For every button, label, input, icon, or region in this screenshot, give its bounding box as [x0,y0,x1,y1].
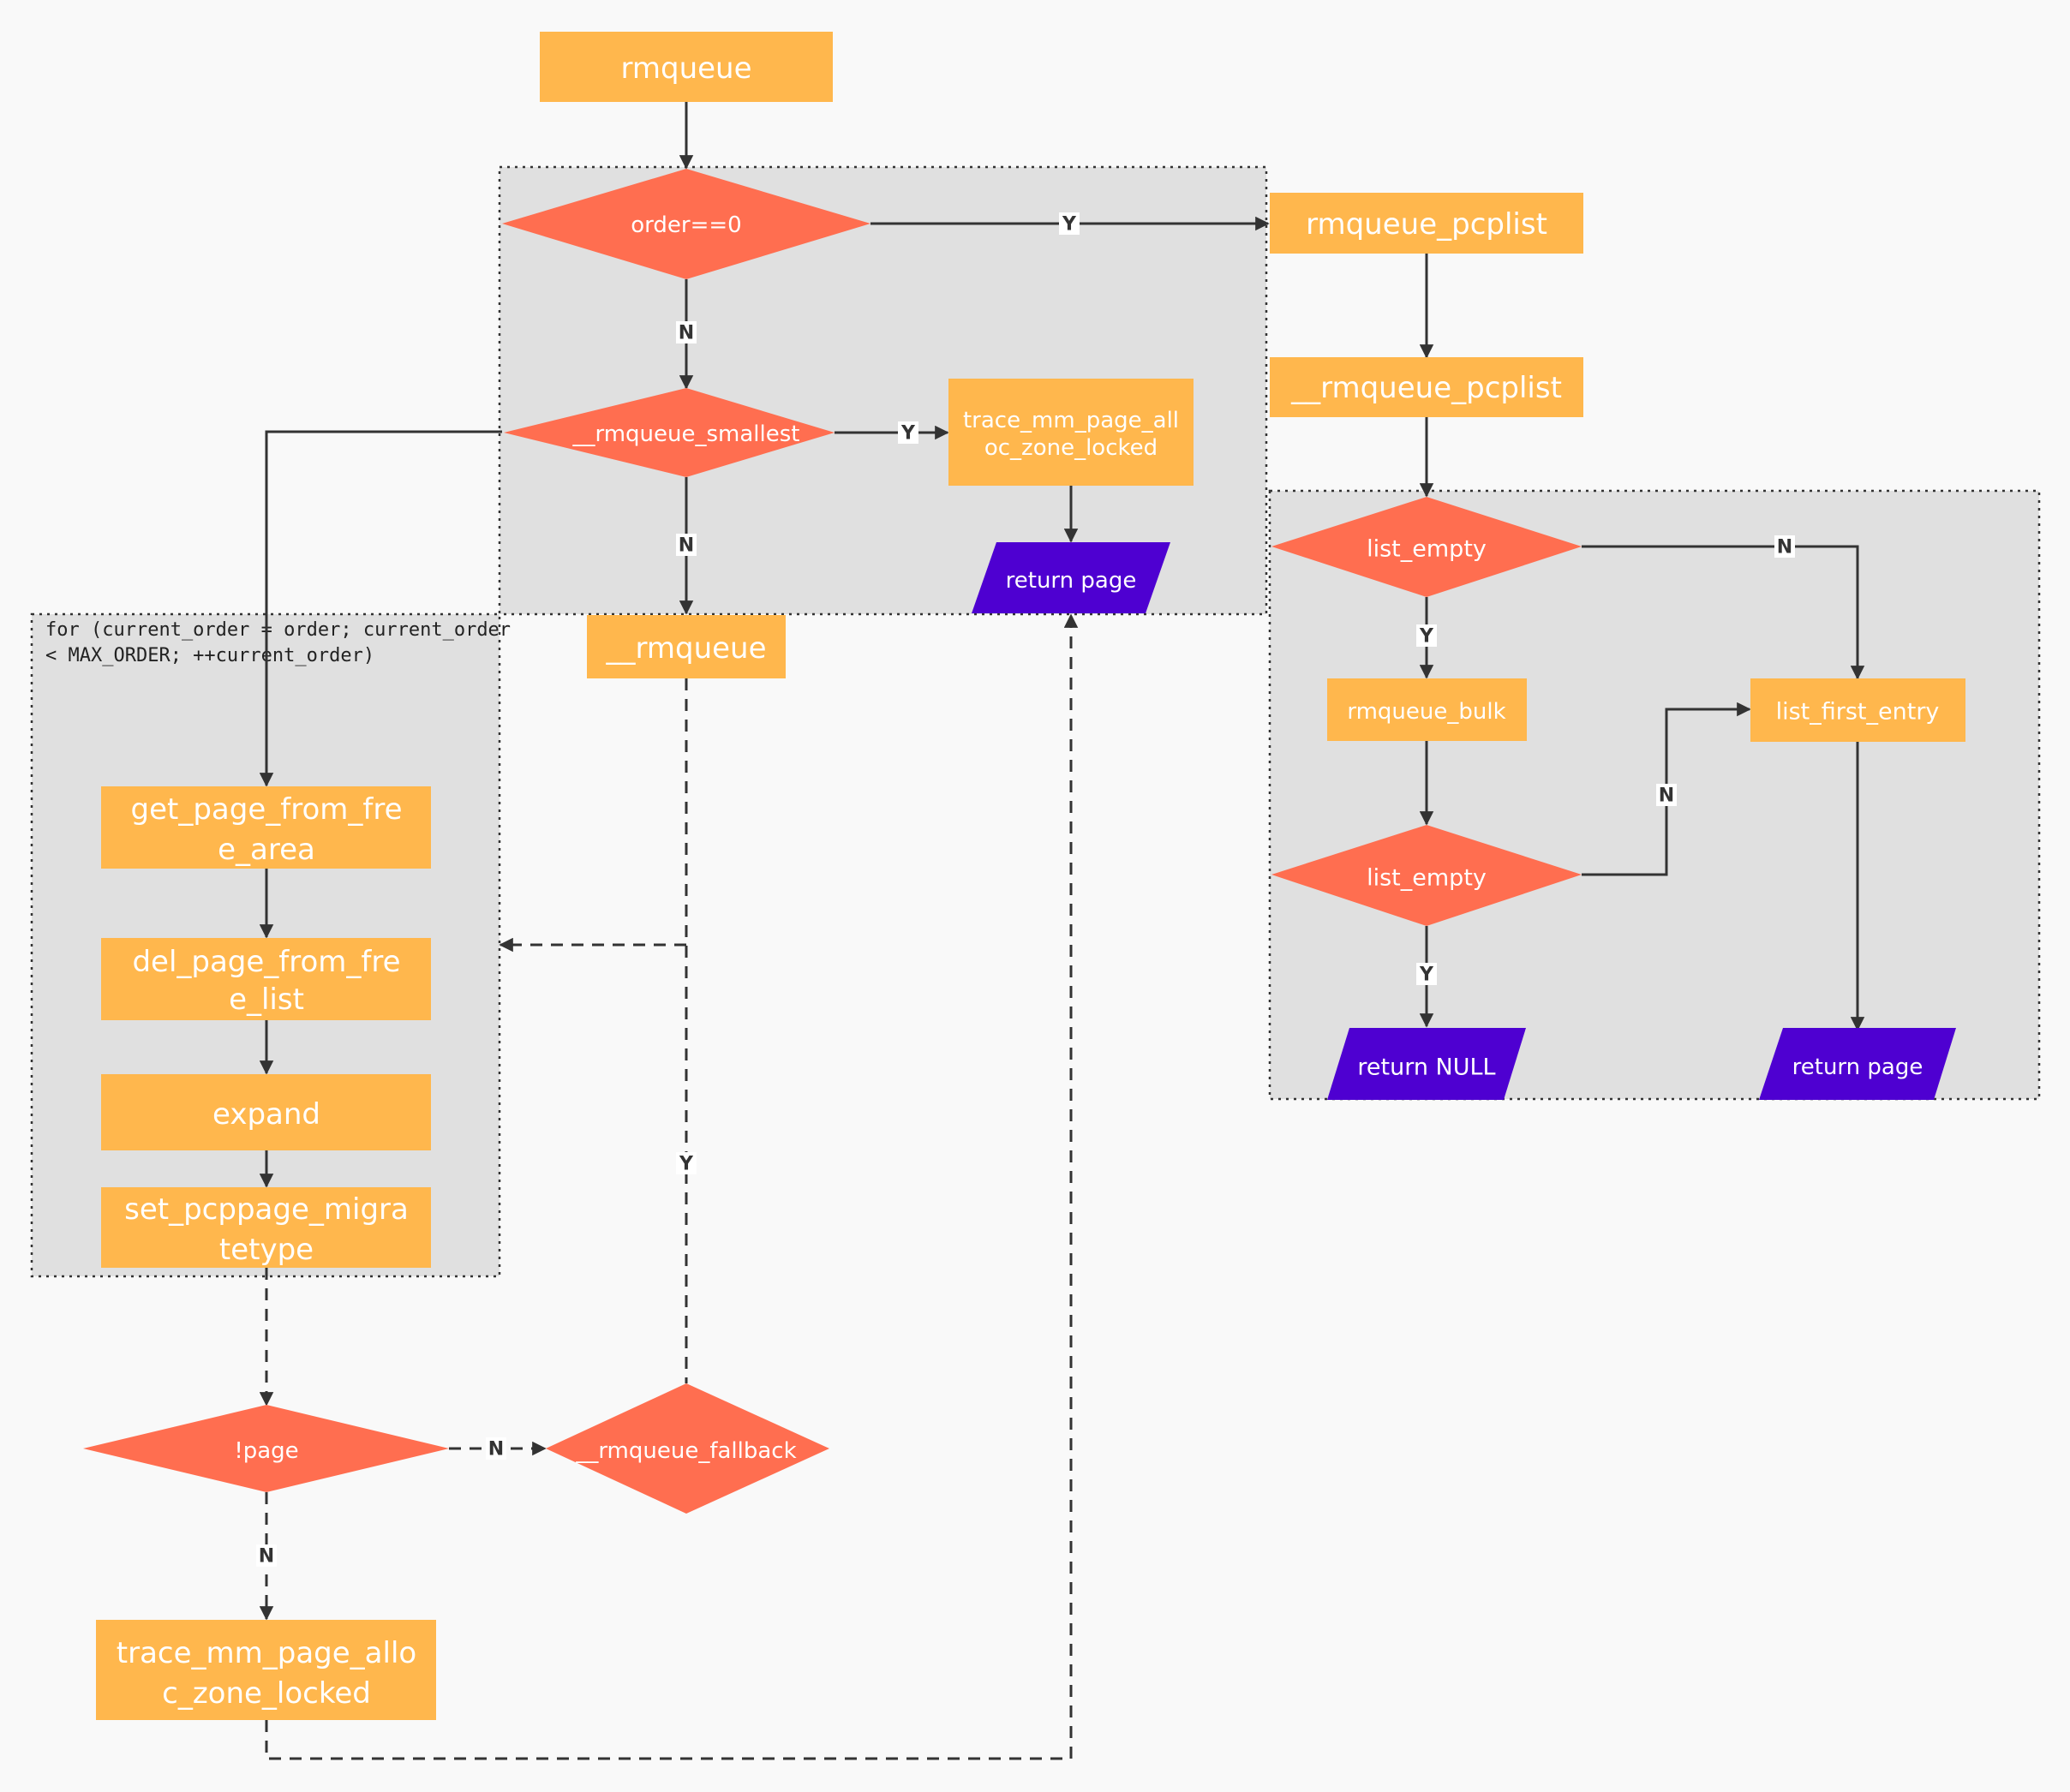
set-pcppage-migratetype-node: set_pcppage_migra tetype [101,1187,431,1268]
not-page-label: !page [234,1438,298,1464]
rmqueue-pcplist-inner-label: __rmqueue_pcplist [1290,371,1562,405]
edge-label-fallback-yes: Y [679,1154,694,1175]
list-empty-1-decision: list_empty [1271,497,1582,597]
get-page-label-line1: get_page_from_fre [131,792,403,827]
del-page-from-free-list-node: del_page_from_fre e_list [101,938,431,1020]
trace-bottom-label-line1: trace_mm_page_allo [117,1636,416,1670]
rmqueue-pcplist-label: rmqueue_pcplist [1306,207,1547,242]
edge-label-list-empty1-yes: Y [1419,626,1434,648]
trace-top-node: trace_mm_page_all oc_zone_locked [948,379,1194,486]
trace-bottom-label-line2: c_zone_locked [162,1676,371,1711]
return-page-right-label: return page [1792,1054,1923,1080]
label-bg [898,421,918,444]
edge-label-smallest-no: N [679,535,694,557]
label-bg [486,1437,506,1460]
edge-label-order-no: N [679,323,694,344]
edge-label-order-yes: Y [1062,214,1077,236]
list-first-entry-node: list_first_entry [1750,678,1965,742]
edge-label-list-empty2-no: N [1659,785,1674,807]
rmqueue-bulk-node: rmqueue_bulk [1327,678,1527,741]
del-page-label-line1: del_page_from_fre [132,945,400,979]
loop-group-label-line1: for (current_order = order; current_orde… [45,619,511,641]
label-bg [676,321,697,343]
rmqueue-inner-label: __rmqueue [605,631,766,666]
return-null-label: return NULL [1357,1054,1495,1081]
label-bg [1416,624,1437,647]
return-page-top-terminal: return page [972,542,1170,613]
order-check-decision: order==0 [502,169,870,279]
edge-smallest-to-loop [259,430,502,787]
pcplist-group [1268,489,2041,1101]
expand-node: expand [101,1074,431,1150]
set-pcp-label-line2: tetype [219,1233,314,1267]
rmqueue-smallest-decision: __rmqueue_smallest [504,388,835,477]
list-empty-1-label: list_empty [1367,536,1487,563]
label-bg [1059,212,1080,235]
label-bg [1774,535,1795,558]
trace-top-label-line2: oc_zone_locked [984,435,1158,461]
get-page-label-line2: e_area [218,833,315,867]
label-bg [676,1152,697,1174]
list-empty-2-label: list_empty [1367,865,1487,892]
edge-label-list-empty2-yes: Y [1419,965,1434,986]
return-page-right-terminal: return page [1759,1028,1956,1100]
expand-label: expand [212,1097,320,1132]
rmqueue-fallback-decision: __rmqueue_fallback [546,1383,829,1514]
rmqueue-fallback-label: __rmqueue_fallback [575,1438,796,1464]
get-page-from-free-area-node: get_page_from_fre e_area [101,786,431,869]
rmqueue-inner-node: __rmqueue [587,615,786,678]
loop-group-label-line2: < MAX_ORDER; ++current_order) [45,645,374,666]
rmqueue-smallest-label: __rmqueue_smallest [571,421,799,447]
edge-label-page-no-fallback: N [488,1439,504,1460]
rmqueue-bulk-label: rmqueue_bulk [1347,699,1505,725]
label-bg [1656,784,1677,806]
set-pcp-label-line1: set_pcppage_migra [124,1192,409,1227]
not-page-decision: !page [83,1405,449,1492]
order-check-label: order==0 [631,212,741,238]
del-page-label-line2: e_list [229,983,304,1017]
list-empty-2-decision: list_empty [1271,825,1582,926]
label-bg [256,1544,277,1567]
rmqueue-pcplist-node: rmqueue_pcplist [1270,193,1583,254]
rmqueue-label: rmqueue [620,51,751,86]
return-null-terminal: return NULL [1327,1028,1526,1100]
edge-label-page-no-trace: N [259,1546,274,1568]
list-first-entry-label: list_first_entry [1776,699,1940,726]
edge-trace-bottom-to-return [265,613,1079,1760]
label-bg [676,534,697,556]
edge-list-empty1-no [1582,545,1865,680]
label-bg [1416,963,1437,985]
edge-label-smallest-yes: Y [900,423,916,445]
rmqueue-pcplist-inner-node: __rmqueue_pcplist [1270,357,1583,417]
return-page-top-label: return page [1006,568,1137,594]
rmqueue-node: rmqueue [540,32,833,102]
trace-top-label-line1: trace_mm_page_all [963,408,1179,433]
trace-bottom-node: trace_mm_page_allo c_zone_locked [96,1620,436,1720]
edge-label-list-empty1-no: N [1777,537,1792,559]
